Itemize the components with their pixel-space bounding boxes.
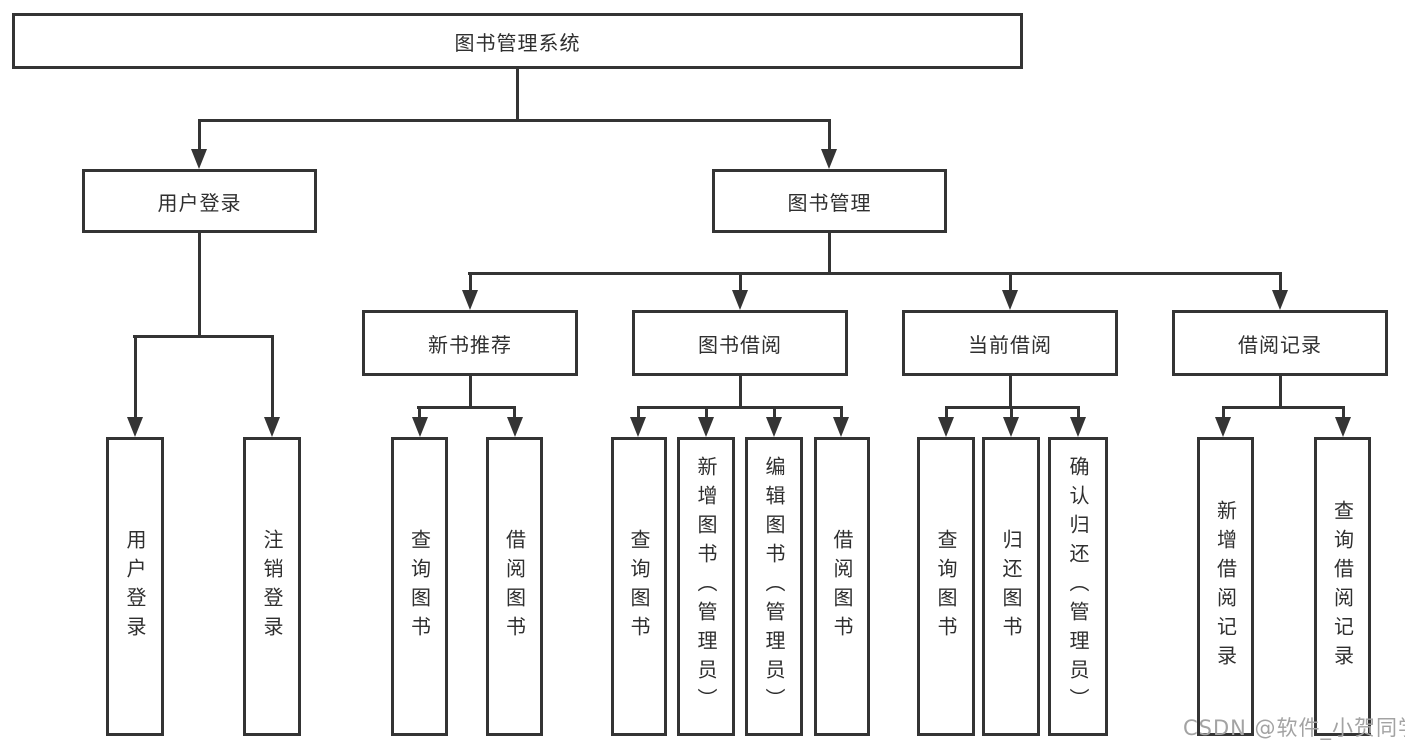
connector-drop [637, 406, 640, 419]
connector-book-mgmt-stem [828, 233, 831, 274]
node-leaf-confirm-return-admin-label: 确认归还（管理员） [1066, 456, 1090, 717]
node-leaf-query-book-borrow: 查询图书 [611, 437, 667, 736]
connector-drop-current-borrow [1009, 272, 1012, 292]
connector-root-stem [516, 69, 519, 121]
connector-drop-leaf-logout [271, 335, 274, 419]
node-user-login-label: 用户登录 [157, 190, 242, 215]
connector-book-borrow-split [637, 406, 842, 409]
connector-drop [945, 406, 948, 419]
arrow-down-icon [732, 290, 748, 310]
arrow-down-icon [1335, 417, 1351, 437]
arrow-down-icon [1003, 417, 1019, 437]
arrow-down-icon [833, 417, 849, 437]
arrow-down-icon [1002, 290, 1018, 310]
connector-book-borrow-stem [739, 376, 742, 408]
arrow-down-icon [191, 149, 207, 169]
node-leaf-query-book-rec: 查询图书 [391, 437, 448, 736]
node-leaf-add-book-admin-label: 新增图书（管理员） [694, 456, 718, 717]
connector-new-book-rec-stem [469, 376, 472, 408]
node-user-login: 用户登录 [82, 169, 317, 233]
node-book-borrow: 图书借阅 [632, 310, 848, 376]
node-leaf-query-borrow-record: 查询借阅记录 [1314, 437, 1371, 736]
node-leaf-add-book-admin: 新增图书（管理员） [677, 437, 735, 736]
node-root: 图书管理系统 [12, 13, 1023, 69]
node-leaf-query-book-rec-label: 查询图书 [407, 528, 432, 645]
node-leaf-edit-book-admin: 编辑图书（管理员） [745, 437, 803, 736]
arrow-down-icon [698, 417, 714, 437]
arrow-down-icon [412, 417, 428, 437]
connector-book-mgmt-split [468, 272, 1282, 275]
node-new-book-rec-label: 新书推荐 [428, 332, 512, 357]
connector-drop [1222, 406, 1225, 419]
node-leaf-edit-book-admin-label: 编辑图书（管理员） [762, 456, 786, 717]
connector-drop-new-book-rec [469, 272, 472, 292]
arrow-down-icon [507, 417, 523, 437]
node-leaf-user-login: 用户登录 [106, 437, 164, 736]
connector-drop-leaf-user-login [134, 335, 137, 419]
connector-drop [1342, 406, 1345, 419]
node-leaf-borrow-book-borrow: 借阅图书 [814, 437, 870, 736]
arrow-down-icon [462, 290, 478, 310]
node-book-mgmt: 图书管理 [712, 169, 947, 233]
node-leaf-query-book-current: 查询图书 [917, 437, 975, 736]
connector-user-login-split [133, 335, 274, 338]
node-leaf-return-book-label: 归还图书 [999, 528, 1023, 645]
connector-new-book-rec-split [417, 406, 516, 409]
connector-drop-book-mgmt [828, 119, 831, 151]
arrow-down-icon [1215, 417, 1231, 437]
connector-drop [705, 406, 708, 419]
node-book-mgmt-label: 图书管理 [787, 190, 872, 215]
connector-drop [418, 406, 421, 419]
node-leaf-borrow-book-borrow-label: 借阅图书 [830, 528, 854, 645]
node-leaf-logout: 注销登录 [243, 437, 301, 736]
connector-drop [773, 406, 776, 419]
node-borrow-records-label: 借阅记录 [1238, 332, 1322, 357]
node-current-borrow-label: 当前借阅 [968, 332, 1052, 357]
node-root-label: 图书管理系统 [454, 30, 581, 55]
arrow-down-icon [1272, 290, 1288, 310]
node-leaf-return-book: 归还图书 [982, 437, 1040, 736]
node-borrow-records: 借阅记录 [1172, 310, 1388, 376]
node-leaf-borrow-book-rec: 借阅图书 [486, 437, 543, 736]
arrow-down-icon [1070, 417, 1086, 437]
node-leaf-confirm-return-admin: 确认归还（管理员） [1048, 437, 1108, 736]
arrow-down-icon [821, 149, 837, 169]
connector-user-login-stem [198, 233, 201, 337]
node-leaf-query-book-borrow-label: 查询图书 [627, 528, 651, 645]
arrow-down-icon [264, 417, 280, 437]
arrow-down-icon [938, 417, 954, 437]
connector-borrow-records-split [1222, 406, 1344, 409]
arrow-down-icon [127, 417, 143, 437]
connector-drop [1010, 406, 1013, 419]
connector-drop [513, 406, 516, 419]
node-leaf-logout-label: 注销登录 [260, 528, 284, 645]
arrow-down-icon [766, 417, 782, 437]
node-leaf-query-book-current-label: 查询图书 [934, 528, 958, 645]
connector-drop [840, 406, 843, 419]
node-current-borrow: 当前借阅 [902, 310, 1118, 376]
node-leaf-add-borrow-record-label: 新增借阅记录 [1213, 499, 1238, 674]
connector-current-borrow-stem [1009, 376, 1012, 408]
connector-drop [1077, 406, 1080, 419]
node-leaf-query-borrow-record-label: 查询借阅记录 [1330, 499, 1355, 674]
connector-drop-borrow-records [1279, 272, 1282, 292]
node-leaf-borrow-book-rec-label: 借阅图书 [502, 528, 527, 645]
node-leaf-add-borrow-record: 新增借阅记录 [1197, 437, 1254, 736]
connector-drop-book-borrow [739, 272, 742, 292]
arrow-down-icon [630, 417, 646, 437]
connector-root-split [198, 119, 831, 122]
csdn-watermark: CSDN @软件_小贺同学 [1183, 716, 1405, 740]
connector-borrow-records-stem [1279, 376, 1282, 408]
connector-drop-user-login [198, 119, 201, 151]
node-leaf-user-login-label: 用户登录 [123, 528, 147, 645]
node-new-book-rec: 新书推荐 [362, 310, 578, 376]
node-book-borrow-label: 图书借阅 [698, 332, 782, 357]
